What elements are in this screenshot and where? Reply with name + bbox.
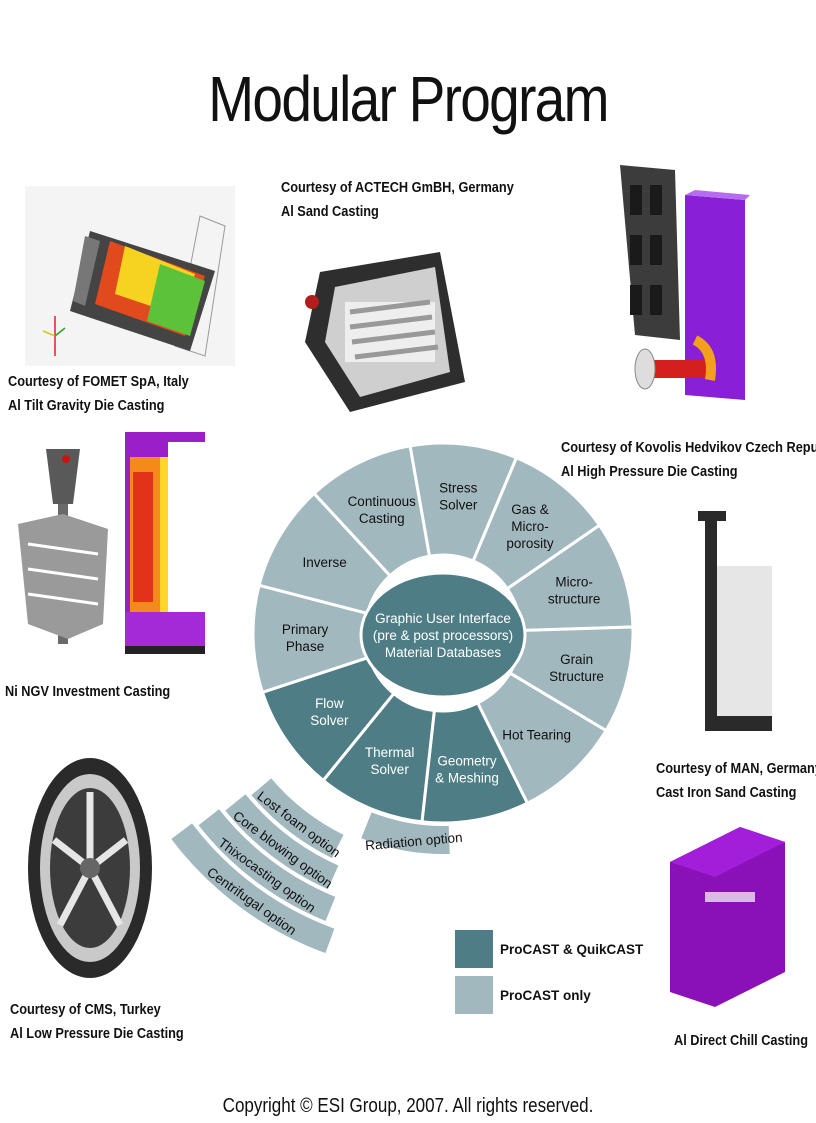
caption-ngv-line1: Ni NGV Investment Casting [5, 684, 171, 700]
radiation-option-band [358, 809, 452, 856]
page-title: Modular Program [208, 63, 609, 135]
flow-option-band-1 [222, 791, 342, 892]
caption-man: Courtesy of MAN, Germany Cast Iron Sand … [656, 757, 816, 805]
caption-cms-line2: Al Low Pressure Die Casting [10, 1026, 184, 1042]
caption-dc-line1: Al Direct Chill Casting [674, 1033, 809, 1049]
direct-chill-casting-image [670, 827, 785, 1007]
caption-kovolis: Courtesy of Kovolis Hedvikov Czech Repub… [561, 436, 816, 484]
caption-fomet-line2: Al Tilt Gravity Die Casting [8, 398, 165, 414]
caption-man-line2: Cast Iron Sand Casting [656, 785, 797, 801]
investment-casting-image [18, 449, 108, 644]
hub-label: Graphic User Interface(pre & post proces… [373, 611, 513, 660]
copyright: Copyright © ESI Group, 2007. All rights … [222, 1095, 594, 1117]
caption-dc: Al Direct Chill Casting [674, 1029, 808, 1053]
flow-option-band-0 [248, 775, 347, 861]
flow-option-band-2 [195, 806, 338, 924]
caption-actech-line2: Al Sand Casting [281, 204, 379, 220]
caption-fomet-line1: Courtesy of FOMET SpA, Italy [8, 374, 189, 390]
ring-label-9: Inverse [302, 555, 346, 570]
ring-label-4: Hot Tearing [502, 727, 571, 742]
legend-label-1: ProCAST only [500, 988, 591, 1003]
legend-swatch-0 [455, 930, 493, 968]
caption-man-line1: Courtesy of MAN, Germany [656, 761, 816, 777]
caption-actech: Courtesy of ACTECH GmBH, Germany Al Sand… [281, 176, 514, 224]
hub-ellipse [359, 571, 527, 699]
flow-option-band-3 [168, 820, 337, 956]
caption-kovolis-line2: Al High Pressure Die Casting [561, 464, 738, 480]
caption-cms: Courtesy of CMS, Turkey Al Low Pressure … [10, 998, 184, 1046]
investment-casting-section-image [125, 432, 205, 654]
ring-label-1: Gas &Micro-porosity [506, 502, 554, 551]
sand-casting-engine-image [305, 252, 465, 412]
tilt-gravity-casting-image [25, 186, 235, 366]
high-pressure-die-casting-image [620, 165, 750, 400]
caption-cms-line1: Courtesy of CMS, Turkey [10, 1002, 161, 1018]
caption-fomet: Courtesy of FOMET SpA, Italy Al Tilt Gra… [8, 370, 189, 418]
caption-actech-line1: Courtesy of ACTECH GmBH, Germany [281, 180, 514, 196]
ring-segment-10 [311, 444, 432, 578]
legend-label-0: ProCAST & QuikCAST [500, 942, 644, 957]
wheel-casting-image [28, 758, 152, 978]
ring-label-5: Geometry& Meshing [435, 753, 499, 785]
ring-label-2: Micro-structure [548, 574, 601, 606]
caption-kovolis-line1: Courtesy of Kovolis Hedvikov Czech Repub… [561, 440, 816, 456]
caption-ngv: Ni NGV Investment Casting [5, 680, 170, 704]
legend-swatch-1 [455, 976, 493, 1014]
cast-iron-sand-casting-image [698, 511, 772, 731]
